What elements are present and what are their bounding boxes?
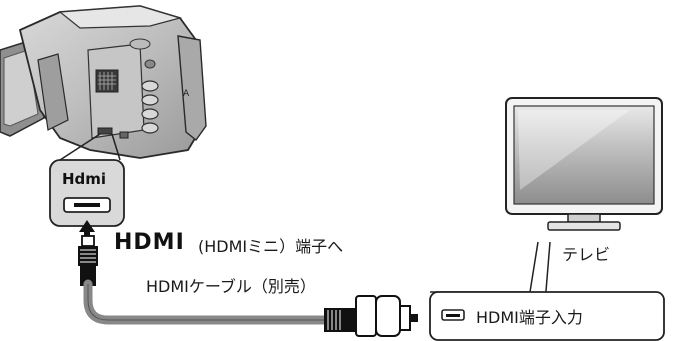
port-logo-label: Hdmi	[62, 170, 107, 188]
tv-port-callout	[429, 241, 665, 341]
camera-port-logo: HDMI	[114, 230, 185, 255]
hdmi-port-callout	[49, 159, 125, 227]
camera-mark: A	[183, 89, 190, 99]
port-callout-lines	[59, 133, 121, 161]
camera-port-text: (HDMIミニ）端子へ	[198, 237, 344, 256]
insert-arrow	[79, 220, 95, 240]
tv-port-text: HDMI端子入力	[476, 308, 583, 327]
mini-hdmi-plug	[78, 235, 98, 286]
tv-label: テレビ	[562, 245, 611, 264]
camcorder	[0, 5, 207, 159]
cable-label: HDMIケーブル（別売）	[146, 277, 316, 296]
television	[505, 97, 663, 231]
hdmi-plug	[324, 295, 418, 337]
